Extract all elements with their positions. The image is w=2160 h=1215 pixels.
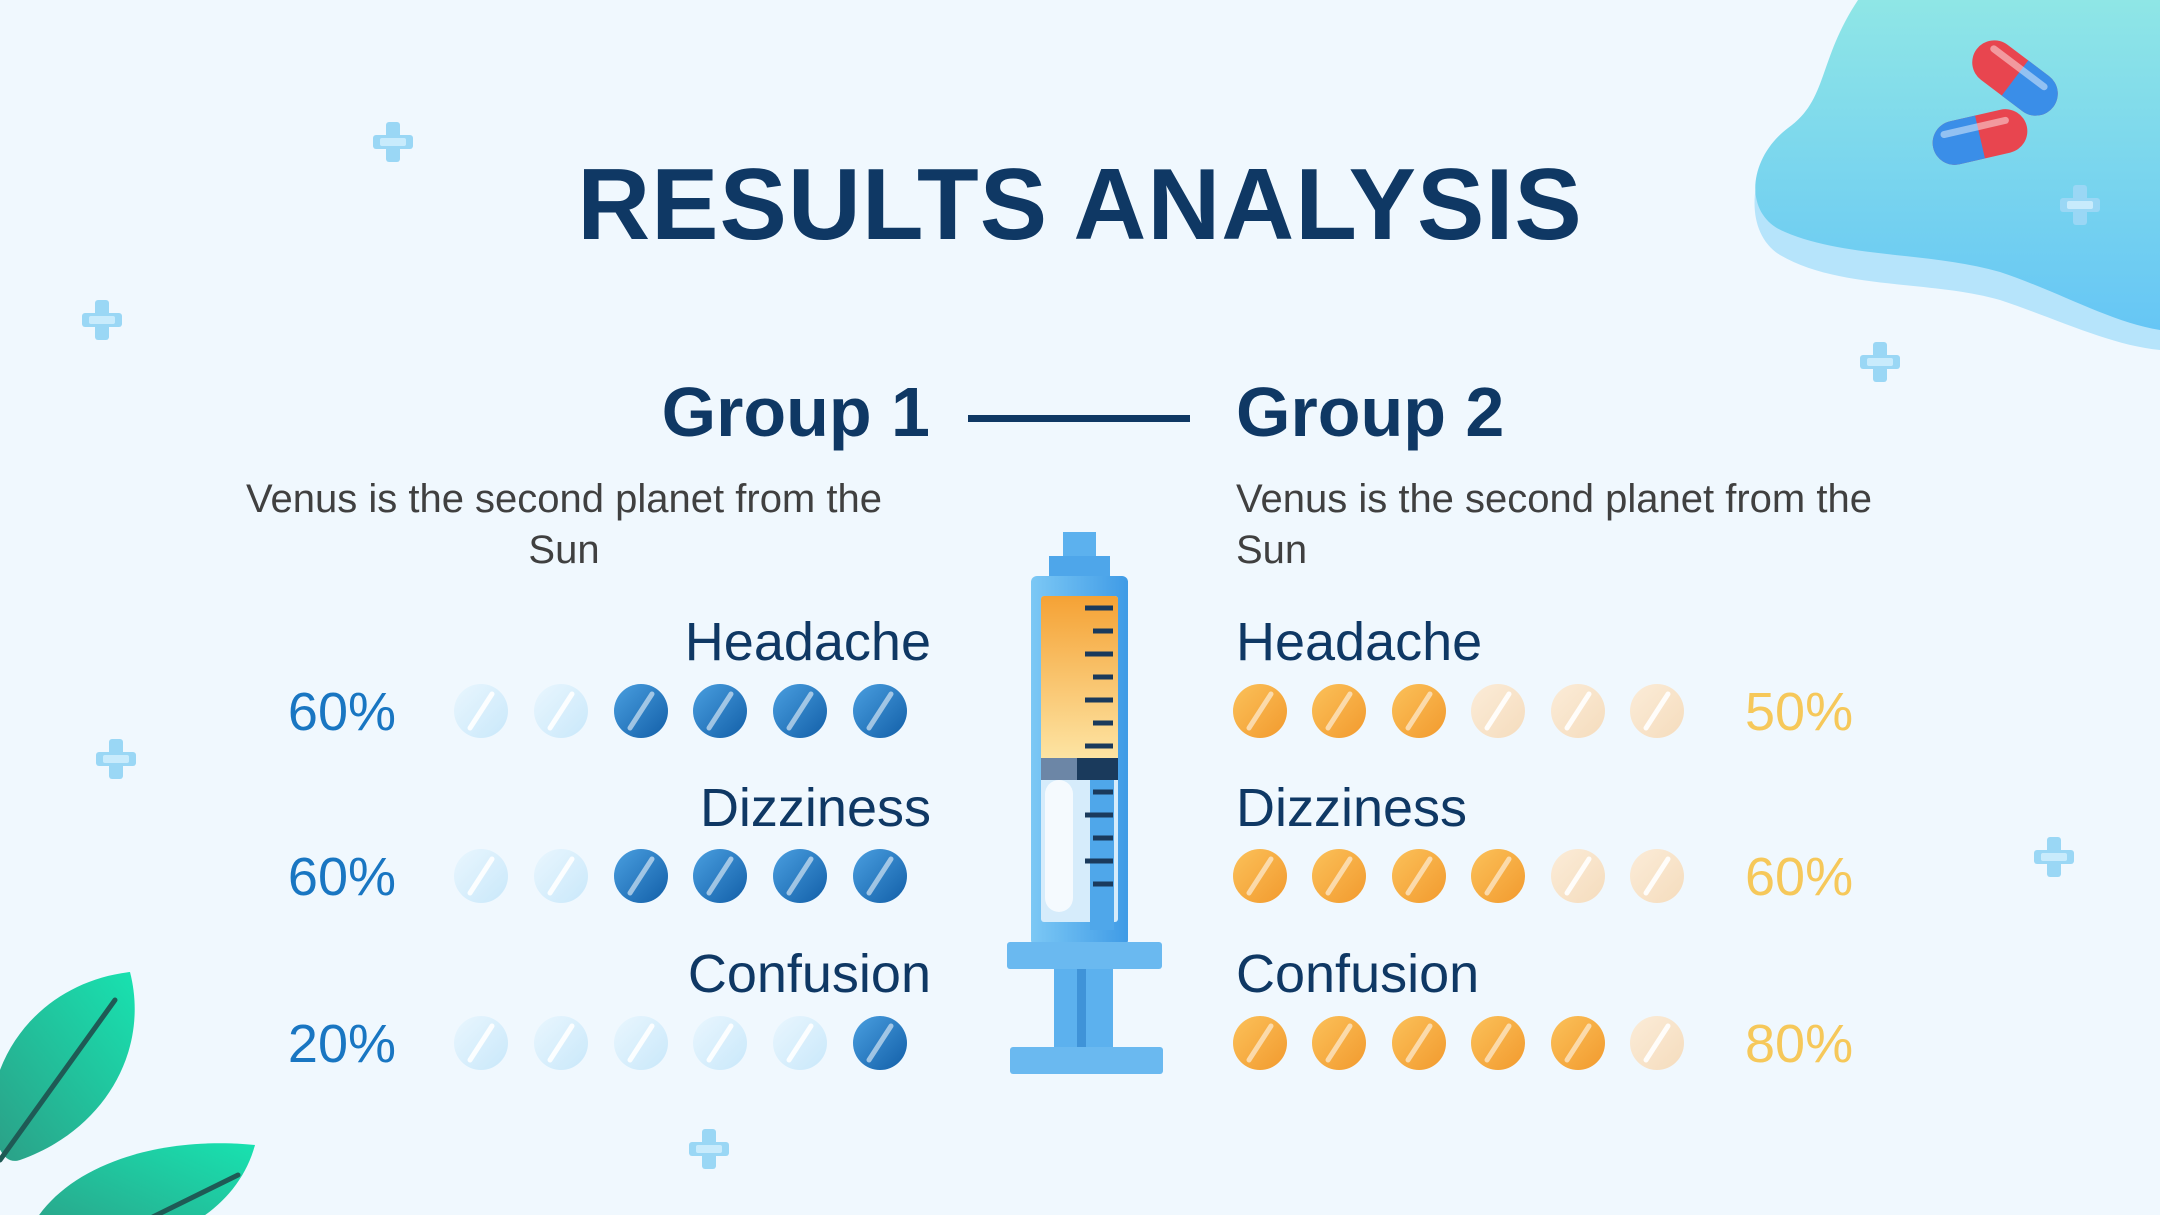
plus-icon [96, 739, 136, 779]
group-1-pill [614, 1016, 668, 1070]
group-1-title: Group 1 [661, 373, 930, 451]
group-2-pill [1471, 684, 1525, 738]
group-2-pill [1392, 684, 1446, 738]
group-1-pill [773, 1016, 827, 1070]
group-2-category-label: Confusion [1236, 944, 1479, 1004]
capsule-icon [1932, 109, 2028, 165]
group-1-pill [534, 684, 588, 738]
group-1-pill [853, 849, 907, 903]
page-title: RESULTS ANALYSIS [577, 149, 1583, 261]
group-2-pill [1312, 684, 1366, 738]
group-1-pill [454, 684, 508, 738]
group-2-pill [1471, 849, 1525, 903]
group-1-pill [773, 849, 827, 903]
group-1-pill [454, 1016, 508, 1070]
group-2-category-label: Dizziness [1236, 778, 1467, 838]
group-2-pill [1630, 1016, 1684, 1070]
group-2-pill [1551, 849, 1605, 903]
group-2-pill [1392, 849, 1446, 903]
group-2-pill [1233, 849, 1287, 903]
group-divider-line [968, 415, 1190, 422]
group-1-pill [693, 1016, 747, 1070]
group-2-description: Venus is the second planet from the Sun [1236, 477, 1872, 572]
group-1-percent-label: 20% [288, 1014, 396, 1074]
group-2-title: Group 2 [1236, 373, 1505, 451]
group-1-percent-label: 60% [288, 847, 396, 907]
group-2-pill [1551, 684, 1605, 738]
group-2-category-label: Headache [1236, 612, 1482, 672]
group-2-pill [1551, 1016, 1605, 1070]
group-1-pill [693, 849, 747, 903]
group-1-category-label: Confusion [688, 944, 931, 1004]
plus-icon [373, 122, 413, 162]
group-1-pill [614, 684, 668, 738]
group-1-pill [534, 1016, 588, 1070]
group-1-pill [534, 849, 588, 903]
group-2-percent-label: 80% [1745, 1014, 1853, 1074]
group-1-category-label: Headache [685, 612, 931, 672]
group-2-pill [1630, 684, 1684, 738]
group-1-category-label: Dizziness [700, 778, 931, 838]
plus-icon [82, 300, 122, 340]
group-2-pill [1392, 1016, 1446, 1070]
group-2-pill [1312, 1016, 1366, 1070]
plus-icon [2034, 837, 2074, 877]
group-2-pill [1312, 849, 1366, 903]
group-2-pill [1471, 1016, 1525, 1070]
group-2-percent-label: 50% [1745, 682, 1853, 742]
group-1-pill [614, 849, 668, 903]
group-1-description: Venus is the second planet from the Sun [246, 477, 882, 572]
group-1-pill [773, 684, 827, 738]
group-2-pill [1630, 849, 1684, 903]
group-1-percent-label: 60% [288, 682, 396, 742]
plus-icon [689, 1129, 729, 1169]
leaf-icon [0, 972, 135, 1163]
group-2-pill [1233, 684, 1287, 738]
syringe-icon [1007, 532, 1163, 1074]
leaf-icon [39, 1143, 255, 1215]
blob-shape [1754, 0, 2160, 350]
capsule-icon [1972, 40, 2058, 116]
group-1-pill [853, 684, 907, 738]
plus-icon [1860, 342, 1900, 382]
group-2-pill [1233, 1016, 1287, 1070]
group-1-pill [454, 849, 508, 903]
group-1-pill [693, 684, 747, 738]
group-1-pill [853, 1016, 907, 1070]
group-2-percent-label: 60% [1745, 847, 1853, 907]
plus-icon [2060, 185, 2100, 225]
